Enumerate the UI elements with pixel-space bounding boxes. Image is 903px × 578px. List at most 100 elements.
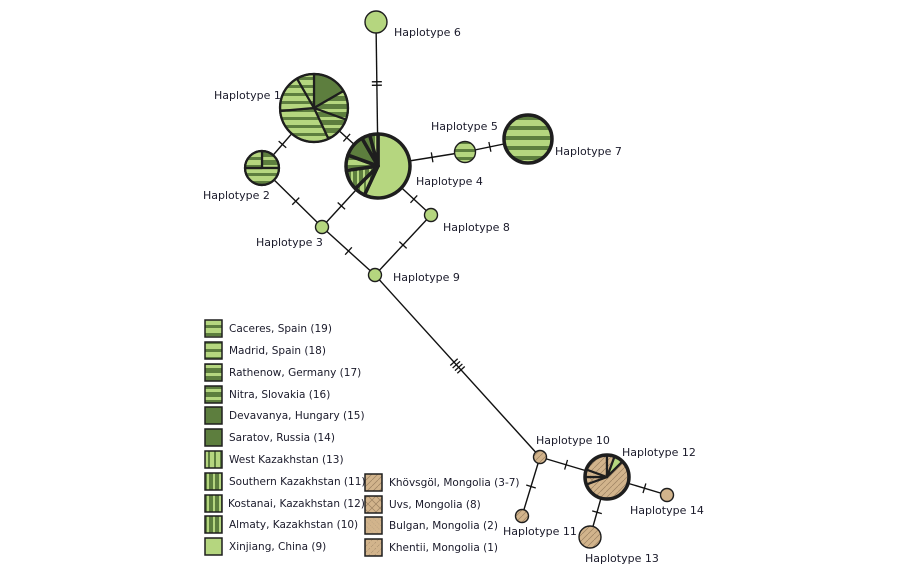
mutation-tick [337, 202, 346, 210]
legend-swatch-devavanya [204, 406, 223, 425]
node-outline [278, 72, 350, 144]
node-outline [344, 132, 412, 200]
node-circle [578, 525, 602, 549]
legend-swatch-saratov [204, 428, 223, 447]
node-circle [514, 508, 530, 524]
node-circle [367, 267, 383, 283]
node-circle [423, 207, 439, 223]
legend-label: Southern Kazakhstan (11) [229, 476, 366, 488]
legend-label: Kostanai, Kazakhstan (12) [228, 498, 365, 510]
node-label-h13: Haplotype 13 [585, 552, 659, 565]
legend: Caceres, Spain (19) Madrid, Spain (18) R… [204, 319, 520, 557]
legend-label: Xinjiang, China (9) [229, 541, 326, 553]
node-label-h8: Haplotype 8 [443, 221, 510, 234]
mutation-tick [642, 483, 647, 494]
edge-h9-h10 [374, 274, 541, 458]
mutation-tick [449, 358, 459, 366]
node-circle [502, 113, 554, 165]
legend-swatch-caceres [204, 319, 223, 338]
legend-item: Almaty, Kazakhstan (10) [204, 515, 358, 534]
legend-label: Saratov, Russia (14) [229, 432, 335, 444]
mutation-tick [278, 140, 287, 149]
legend-swatch-xinjiang [204, 537, 223, 556]
legend-swatch-almaty [204, 515, 223, 534]
node-label-h5: Haplotype 5 [431, 120, 498, 133]
legend-item: Rathenow, Germany (17) [204, 363, 361, 382]
node-label-h3: Haplotype 3 [256, 236, 323, 249]
legend-swatch-west-kazakhstan [204, 450, 223, 469]
legend-label: Uvs, Mongolia (8) [389, 499, 481, 511]
node-h1 [278, 72, 350, 144]
mutation-tick [452, 360, 461, 369]
legend-swatch-khovsgol [364, 473, 383, 492]
legend-item: Bulgan, Mongolia (2) [364, 516, 498, 535]
legend-swatch-uvs [364, 495, 383, 514]
legend-swatch-rathenow [204, 363, 223, 382]
mutation-tick [430, 152, 434, 163]
node-label-h12: Haplotype 12 [622, 446, 696, 459]
legend-item: Xinjiang, China (9) [204, 537, 326, 556]
mutation-tick [398, 241, 408, 249]
legend-swatch-kostanai [204, 494, 223, 513]
mutation-tick [488, 141, 492, 152]
node-label-h14: Haplotype 14 [630, 504, 704, 517]
node-outline [583, 453, 631, 501]
node-h7 [502, 113, 554, 165]
legend-swatch-bulgan [364, 516, 383, 535]
legend-label: Nitra, Slovakia (16) [229, 389, 330, 401]
node-h6 [364, 10, 388, 34]
legend-item: Southern Kazakhstan (11) [204, 472, 366, 491]
mutation-tick [526, 484, 536, 489]
network-nodes [243, 10, 675, 549]
legend-item: Caceres, Spain (19) [204, 319, 332, 338]
node-h12 [583, 453, 631, 501]
node-circle [364, 10, 388, 34]
legend-label: Caceres, Spain (19) [229, 323, 332, 335]
legend-label: Devavanya, Hungary (15) [229, 410, 365, 422]
node-label-h1: Haplotype 1 [214, 89, 281, 102]
node-h14 [659, 487, 675, 503]
node-outline [243, 149, 281, 187]
node-h5 [453, 140, 477, 164]
legend-label: Bulgan, Mongolia (2) [389, 520, 498, 532]
node-h4 [344, 132, 412, 200]
mutation-tick [291, 197, 300, 206]
legend-swatch-nitra [204, 385, 223, 404]
node-label-h4: Haplotype 4 [416, 175, 483, 188]
mutation-tick [409, 195, 418, 204]
node-label-h7: Haplotype 7 [555, 145, 622, 158]
legend-item: Khövsgöl, Mongolia (3-7) [364, 473, 520, 492]
node-circle [659, 487, 675, 503]
legend-item: Saratov, Russia (14) [204, 428, 335, 447]
legend-item: Khentii, Mongolia (1) [364, 538, 498, 557]
legend-swatch-southern-kazakhstan [204, 472, 223, 491]
node-circle [453, 140, 477, 164]
legend-item: Madrid, Spain (18) [204, 341, 326, 360]
mutation-tick [342, 133, 351, 142]
legend-item: Kostanai, Kazakhstan (12) [204, 494, 365, 513]
node-h2 [243, 149, 281, 187]
legend-item: Uvs, Mongolia (8) [364, 495, 481, 514]
node-h3 [314, 219, 330, 235]
node-h13 [578, 525, 602, 549]
legend-item: Nitra, Slovakia (16) [204, 385, 330, 404]
mutation-tick [456, 366, 466, 374]
node-circle [532, 449, 548, 465]
legend-swatch-khentii [364, 538, 383, 557]
legend-label: Almaty, Kazakhstan (10) [229, 519, 358, 531]
node-label-h11: Haplotype 11 [503, 525, 577, 538]
node-label-h6: Haplotype 6 [394, 26, 461, 39]
legend-label: Khövsgöl, Mongolia (3-7) [389, 477, 520, 489]
node-circle [314, 219, 330, 235]
legend-label: Khentii, Mongolia (1) [389, 542, 498, 554]
pie-slice [243, 166, 281, 187]
legend-item: Devavanya, Hungary (15) [204, 406, 365, 425]
mutation-tick [592, 510, 602, 515]
node-label-h9: Haplotype 9 [393, 271, 460, 284]
mutation-tick [454, 363, 463, 372]
legend-label: Madrid, Spain (18) [229, 345, 326, 357]
node-label-h2: Haplotype 2 [203, 189, 270, 202]
legend-label: West Kazakhstan (13) [229, 454, 344, 466]
node-h8 [423, 207, 439, 223]
